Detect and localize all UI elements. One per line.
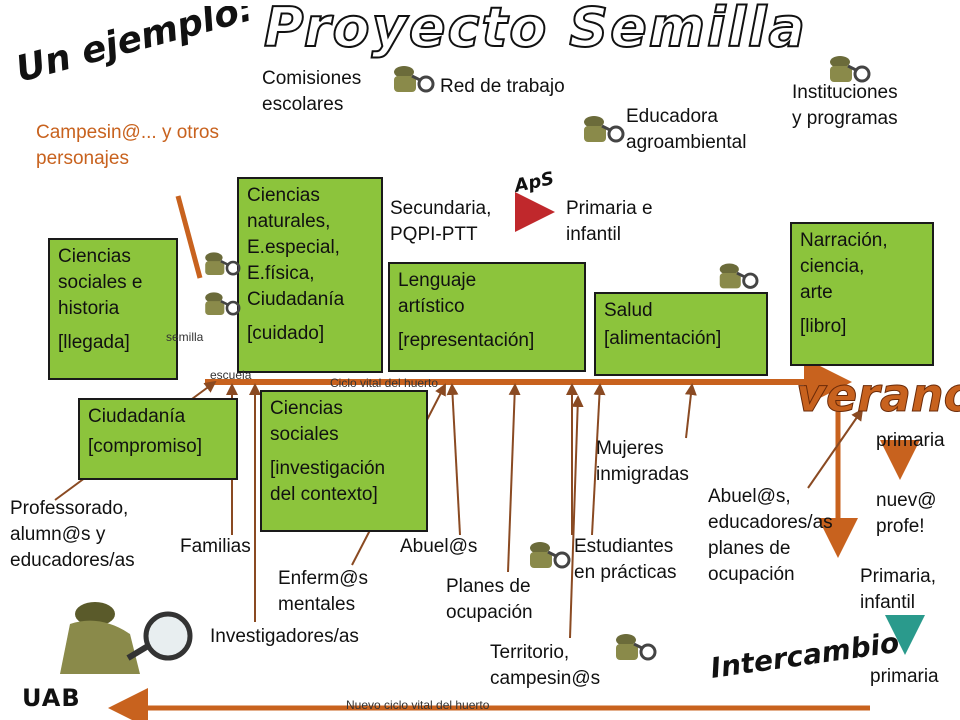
- actor-familias: Familias: [180, 536, 251, 557]
- detective-icon: [205, 252, 241, 276]
- label-ciclo-vital: Ciclo vital del huerto: [330, 376, 439, 390]
- label-comisiones: Comisiones escolares: [262, 68, 362, 115]
- detective-icon: [719, 263, 759, 289]
- actor-territorio: Territorio, campesin@s: [490, 642, 601, 689]
- box-ciencias-sociales-historia: Ciencias sociales e historia [llegada]: [48, 238, 178, 380]
- title-example: Un ejemplo:: [12, 6, 257, 91]
- label-secundaria: Secundaria, PQPI-PTT: [390, 198, 492, 245]
- title-project: Proyecto Semilla: [263, 0, 807, 60]
- actor-profesorado: Professorado, alumn@s y educadores/as: [10, 498, 135, 571]
- label-nuevo-profe: nuev@ profe!: [876, 490, 937, 537]
- box-lenguaje: Lenguaje artístico [representación]: [388, 262, 586, 372]
- label-primaria-1: primaria: [876, 430, 945, 451]
- detective-icon: [830, 56, 871, 83]
- label-campesin: Campesin@... y otros personajes: [36, 122, 219, 169]
- label-primaria-infantil-aps: Primaria e infantil: [566, 198, 653, 245]
- detective-icon: [394, 66, 435, 93]
- label-primaria-2: primaria: [870, 666, 939, 687]
- label-nuevo-ciclo: Nuevo ciclo vital del huerto: [346, 698, 490, 712]
- aps-badge: ApS: [511, 168, 556, 197]
- svg-text:Intercambio: Intercambio: [708, 626, 901, 685]
- label-intercambio: Intercambio: [708, 626, 901, 685]
- box-ciudadania: Ciudadanía [compromiso]: [78, 398, 238, 480]
- detective-icon: [205, 292, 241, 316]
- label-verano: verano: [795, 368, 960, 423]
- detective-icon: [616, 634, 657, 661]
- box-ciencias-sociales-investigacion: Ciencias sociales [investigación del con…: [260, 390, 428, 532]
- title-example-text: Un ejemplo:: [12, 6, 257, 91]
- detective-icon: [584, 116, 625, 143]
- box-ciencias-naturales: Ciencias naturales, E.especial, E.física…: [237, 177, 383, 373]
- box-salud: Salud [alimentación]: [594, 292, 768, 376]
- label-escuela: escuela: [210, 368, 252, 382]
- uab-logo: UAB: [22, 684, 81, 712]
- large-detective-icon: [60, 602, 193, 674]
- actor-investigadores: Investigadores/as: [210, 626, 359, 647]
- actor-enfermos: Enferm@s mentales: [278, 568, 369, 615]
- label-semilla: semilla: [166, 330, 204, 344]
- box-narracion: Narración, ciencia, arte [libro]: [790, 222, 934, 366]
- actor-estudiantes: Estudiantes en prácticas: [574, 536, 677, 583]
- seed-arrow: [175, 195, 203, 279]
- detective-icon: [530, 542, 571, 569]
- actor-mujeres: Mujeres inmigradas: [596, 438, 689, 485]
- actor-abuelos-educadores: Abuel@s, educadores/as planes de ocupaci…: [708, 486, 833, 585]
- label-red-trabajo: Red de trabajo: [440, 76, 565, 97]
- label-primaria-infantil-right: Primaria, infantil: [860, 566, 937, 613]
- actor-abuelos: Abuel@s: [400, 536, 478, 557]
- actor-planes: Planes de ocupación: [446, 576, 533, 623]
- label-instituciones: Instituciones y programas: [792, 82, 898, 129]
- svg-text:ApS: ApS: [511, 168, 556, 197]
- label-educadora: Educadora agroambiental: [626, 106, 747, 153]
